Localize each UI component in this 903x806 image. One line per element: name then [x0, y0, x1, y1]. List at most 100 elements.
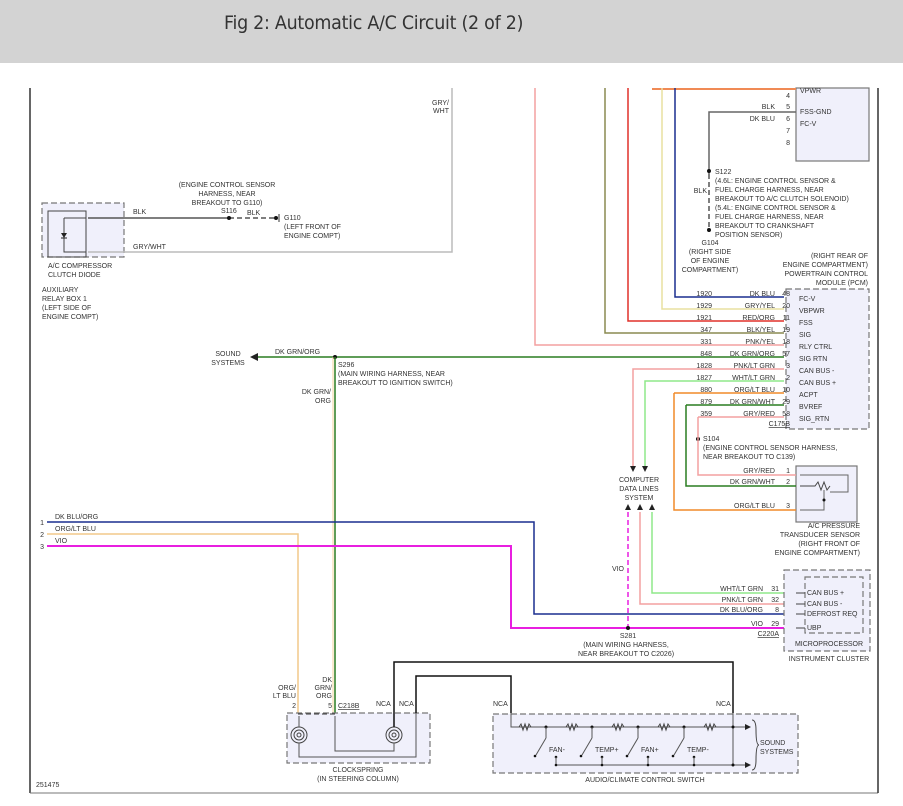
wire-gry-wht — [88, 88, 453, 253]
switch-label: TEMP+ — [595, 747, 619, 754]
auxiliary-relay-box: A/C COMPRESSOR CLUTCH DIODE AUXILIARY RE… — [41, 202, 125, 321]
wire-label: GRY/RED — [743, 468, 775, 475]
switch-icon — [627, 737, 639, 756]
wire-label: BLK — [247, 210, 261, 217]
wire-label: GRY/ — [432, 100, 449, 107]
svg-text:BREAKOUT TO A/C CLUTCH SOLENOI: BREAKOUT TO A/C CLUTCH SOLENOID) — [715, 196, 849, 203]
pcm-wire — [627, 88, 784, 322]
pcm-wire — [661, 88, 784, 310]
pin-number: 1 — [40, 520, 44, 527]
wire-label: DK BLU/ORG — [55, 514, 98, 521]
arrow-up-icon — [649, 504, 655, 510]
wire-label: WHT — [433, 108, 450, 115]
wire-nca-2 — [415, 675, 512, 713]
wire-dk-grn-wht — [685, 405, 796, 487]
s122-note: (4.6L: ENGINE CONTROL SENSOR & FUEL CHAR… — [715, 178, 849, 239]
wire-wht-lt-grn — [644, 380, 784, 466]
transducer-label: A/C PRESSURE — [808, 523, 860, 530]
relay-box-label: (LEFT SIDE OF — [42, 305, 91, 312]
splice-label: S116 — [221, 208, 237, 215]
pin-number: 3 — [786, 363, 790, 370]
splice-label: S281 — [620, 633, 636, 640]
pin-name: UBP — [807, 625, 822, 632]
arrow-up-icon — [637, 504, 643, 510]
switch-ladder: FAN-TEMP+FAN+TEMP- — [510, 713, 760, 771]
relay-box-label: AUXILIARY — [42, 287, 79, 294]
wire-label: BLK — [762, 104, 776, 111]
circuit-number: 1921 — [696, 315, 712, 322]
wire-label: DK BLU/ORG — [720, 607, 763, 614]
pin-number: 3 — [40, 544, 44, 551]
diode-box — [47, 210, 87, 258]
svg-text:(4.6L: ENGINE CONTROL SENSOR &: (4.6L: ENGINE CONTROL SENSOR & — [715, 178, 836, 185]
pin-number: 8 — [786, 140, 790, 147]
pin-number: 8 — [775, 607, 779, 614]
pcm-upper-box — [795, 87, 870, 162]
ground-note: (LEFT FRONT OF — [284, 224, 341, 231]
switch-icon — [581, 737, 593, 756]
wire-pnk-lt-grn-ic — [639, 512, 796, 605]
switch-icon — [535, 737, 547, 756]
pcm-label: MODULE (PCM) — [816, 280, 868, 287]
wire-label: DK GRN/WHT — [730, 479, 776, 486]
pin-name: DEFROST REQ — [807, 611, 858, 618]
wire-org-lt-blu-left — [47, 533, 299, 713]
splice-note: NEAR BREAKOUT TO C2026) — [578, 651, 674, 658]
splice-s116 — [227, 216, 231, 220]
nca-label: NCA — [376, 701, 391, 708]
pcm-box — [785, 288, 870, 430]
arrow-right-icon — [745, 724, 751, 730]
wire-label: WHT/LT GRN — [720, 586, 763, 593]
wire-label: BLK — [694, 188, 708, 195]
pin-name: ACPT — [799, 392, 818, 399]
pin-name: FSS-GND — [800, 109, 832, 116]
connector-label: C175B — [769, 421, 791, 428]
pin-number: 32 — [771, 597, 779, 604]
arrow-down-icon — [630, 466, 636, 472]
pin-number: 31 — [771, 586, 779, 593]
circuit-number: 347 — [700, 327, 712, 334]
ground-note: (RIGHT SIDE — [689, 249, 732, 256]
splice-note: BREAKOUT TO G110) — [192, 200, 263, 207]
relay-box-label: ENGINE COMPT) — [42, 314, 98, 321]
wire-label: DK GRN/ORG — [730, 351, 775, 358]
pin-number: 5 — [328, 703, 332, 710]
wire-label: VIO — [612, 566, 625, 573]
wire-vio — [47, 545, 796, 629]
pin-number: 57 — [782, 351, 790, 358]
pin-number: 2 — [786, 479, 790, 486]
wire-label: BLK — [133, 209, 147, 216]
wire-label: DK BLU — [750, 291, 775, 298]
ground-label: G104 — [701, 240, 718, 247]
pin-number: 2 — [40, 532, 44, 539]
pin-name: BVREF — [799, 404, 822, 411]
wire-label: GRY/WHT — [133, 244, 167, 251]
pcm-label: ENGINE COMPARTMENT) — [783, 262, 868, 269]
circuit-number: 359 — [700, 411, 712, 418]
connector-label: C220A — [758, 631, 780, 638]
pin-number: 3 — [786, 503, 790, 510]
svg-text:FUEL CHARGE HARNESS, NEAR: FUEL CHARGE HARNESS, NEAR — [715, 187, 824, 194]
arrow-left-icon — [250, 353, 258, 361]
resistor-icon — [800, 480, 831, 492]
pin-name: VBPWR — [799, 308, 825, 315]
pin-name: RLY CTRL — [799, 344, 832, 351]
wire-wht-lt-grn-ic — [651, 512, 796, 594]
circuit-number: 1828 — [696, 363, 712, 370]
pin-number: 7 — [786, 128, 790, 135]
pcm-label: POWERTRAIN CONTROL — [785, 271, 869, 278]
diode-icon — [61, 233, 67, 238]
transducer-label: TRANSDUCER SENSOR — [780, 532, 860, 539]
pin-name: CAN BUS + — [807, 590, 844, 597]
nca-label: NCA — [399, 701, 414, 708]
splice-s122 — [707, 169, 711, 173]
pin-number: 29 — [782, 399, 790, 406]
wire-label: LT BLU — [273, 693, 296, 700]
wire-label: GRN/ — [315, 685, 333, 692]
instrument-cluster-box — [783, 569, 871, 652]
nca-label: NCA — [716, 701, 731, 708]
ground-g104-icon — [707, 228, 711, 232]
pcm-wire — [604, 88, 784, 334]
